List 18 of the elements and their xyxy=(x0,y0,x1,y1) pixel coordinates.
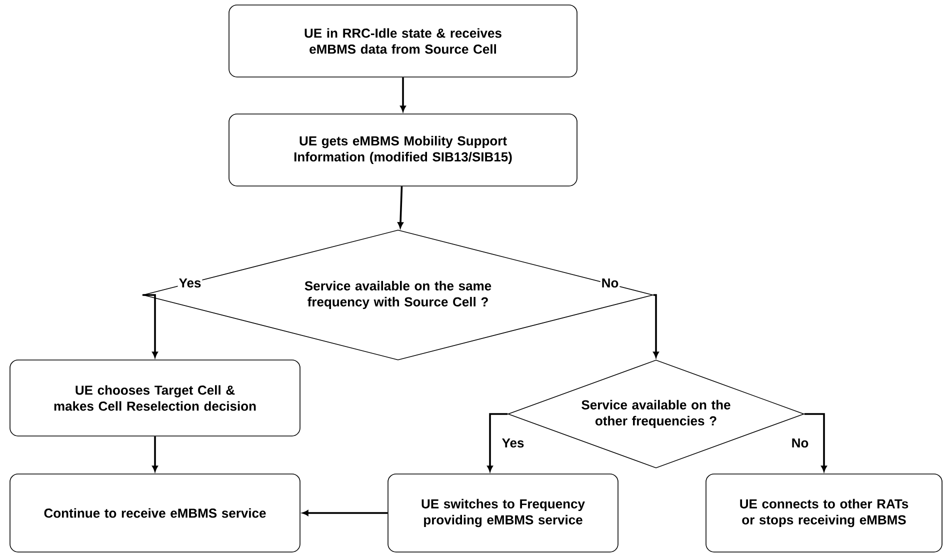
arrow xyxy=(804,413,827,472)
process-box: UE in RRC-Idle state & receives eMBMS data from Source Cell xyxy=(228,4,578,78)
process-box: UE gets eMBMS Mobility Support Information (modified SIB13/SIB15) xyxy=(228,114,578,186)
edge-label: No xyxy=(600,277,620,289)
arrow xyxy=(653,294,659,358)
process-box: UE chooses Target Cell & makes Cell Reselection decision xyxy=(10,360,300,436)
arrow xyxy=(400,77,406,112)
edge-label: Yes xyxy=(178,277,202,289)
edge-label: No xyxy=(790,437,810,449)
arrow xyxy=(487,413,508,472)
arrow xyxy=(302,510,388,516)
edge-label: Yes xyxy=(500,437,526,449)
arrow xyxy=(398,186,404,228)
arrow xyxy=(142,294,158,358)
arrow xyxy=(152,436,158,472)
process-box: UE switches to Frequency providing eMBMS service xyxy=(388,474,618,552)
process-box: UE connects to other RATs or stops receiving eMBMS xyxy=(706,474,942,552)
process-box: Continue to receive eMBMS service xyxy=(10,474,300,552)
